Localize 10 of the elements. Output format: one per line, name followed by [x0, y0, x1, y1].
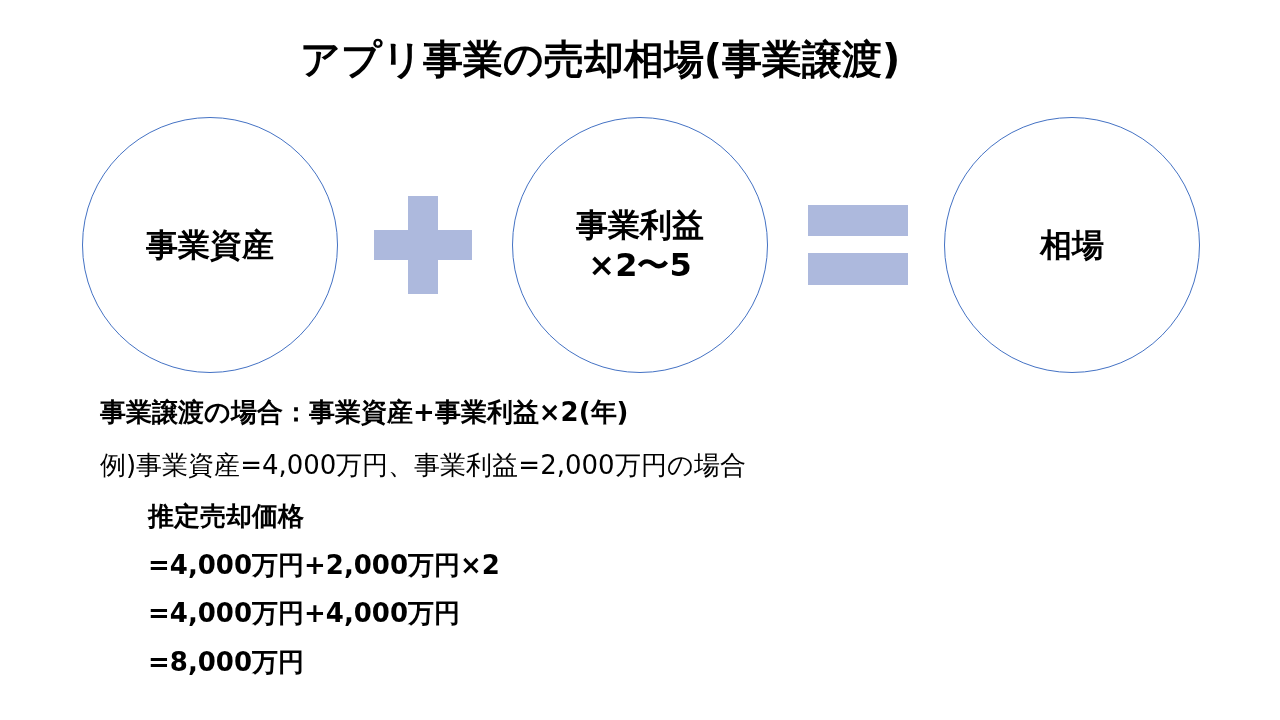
- title: アプリ事業の売却相場(事業譲渡): [298, 35, 902, 84]
- note-text: =4,000万円+2,000万円×2: [148, 549, 500, 582]
- node-label: 事業利益×2〜5: [575, 205, 705, 285]
- formula-text: 事業譲渡の場合：事業資産+事業利益×2(年): [100, 396, 629, 429]
- node-label: 事業資産: [146, 225, 274, 265]
- note-text: =8,000万円: [148, 646, 305, 679]
- note-text: 推定売却価格: [148, 500, 304, 533]
- note-text: 例)事業資産=4,000万円、事業利益=2,000万円の場合: [100, 449, 746, 482]
- node-label: 相場: [1040, 225, 1104, 265]
- note-text: =4,000万円+4,000万円: [148, 597, 461, 630]
